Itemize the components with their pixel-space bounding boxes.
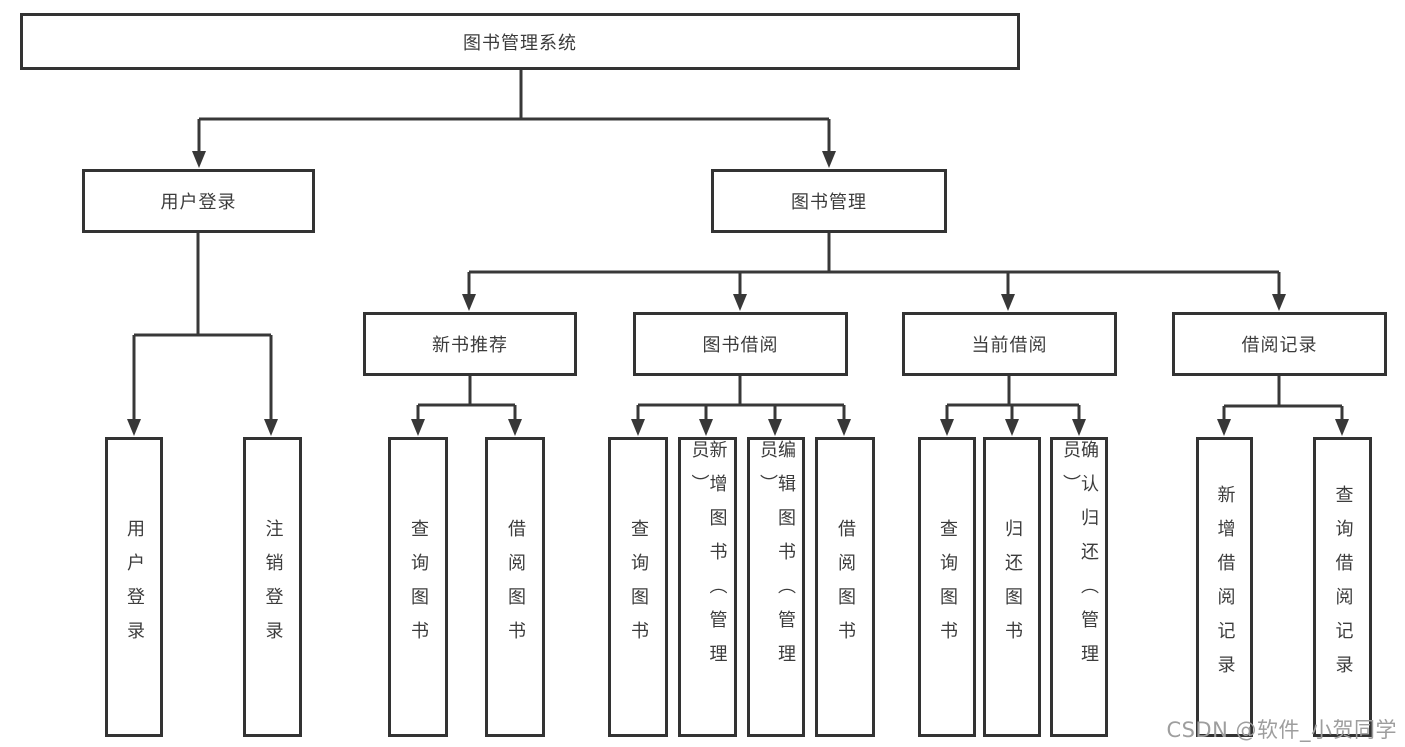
node-label: 归还图书 [1002,519,1023,655]
leaf-user-login: 用户登录 [105,437,163,737]
connector-userlogin-to-leaves [132,233,273,420]
leaf-logout: 注销登录 [243,437,302,737]
leaf-query-books: 查询图书 [608,437,668,737]
node-label: 查询借阅记录 [1332,485,1354,689]
leaf-borrow-books: 借阅图书 [815,437,875,737]
leaf-add-borrow-record: 新增借阅记录 [1196,437,1253,737]
node-label: 借阅图书 [505,519,526,655]
node-label: 用户登录 [160,192,237,213]
node-borrow-record: 借阅记录 [1172,312,1387,376]
node-current-borrow: 当前借阅 [902,312,1117,376]
node-label: 新增图书（管理员） [688,440,728,678]
node-label: 确认归还（管理员） [1060,440,1099,678]
node-new-book-recommend: 新书推荐 [363,312,577,376]
arrow-down-icon [462,294,1286,311]
connector-bookmgmt-to-level3 [467,233,1281,295]
node-label: 查询图书 [628,519,649,655]
connector-bookborrow-to-leaves [636,376,846,420]
node-user-login: 用户登录 [82,169,315,233]
node-label: 用户登录 [124,519,145,655]
node-label: 注销登录 [262,519,284,655]
node-label: 编辑图书（管理员） [757,440,796,678]
node-book-borrow: 图书借阅 [633,312,848,376]
arrow-down-icon [411,419,522,436]
arrow-down-icon [940,419,1086,436]
connector-newbook-to-leaves [416,376,517,420]
node-label: 借阅记录 [1241,335,1318,356]
connector-root-to-level2 [197,70,831,153]
leaf-borrow-books: 借阅图书 [485,437,545,737]
leaf-query-books: 查询图书 [388,437,448,737]
leaf-query-books: 查询图书 [918,437,976,737]
arrow-down-icon [192,151,836,168]
leaf-edit-book-admin: 编辑图书（管理员） [747,437,805,737]
node-label: 新书推荐 [432,335,508,356]
node-label: 图书管理 [791,192,867,213]
node-label: 查询图书 [937,519,958,655]
leaf-query-borrow-record: 查询借阅记录 [1313,437,1372,737]
connector-currentborrow-to-leaves [945,376,1081,420]
node-label: 新增借阅记录 [1214,485,1236,689]
csdn-watermark: CSDN @软件_小贺同学 [1166,718,1397,742]
leaf-confirm-return-admin: 确认归还（管理员） [1050,437,1108,737]
node-label: 当前借阅 [971,335,1048,356]
node-label: 图书管理系统 [463,32,577,54]
leaf-add-book-admin: 新增图书（管理员） [678,437,737,737]
arrow-down-icon [127,419,278,436]
node-label: 查询图书 [408,519,429,655]
node-root-library-system: 图书管理系统 [20,13,1020,70]
node-book-management: 图书管理 [711,169,947,233]
node-label: 图书借阅 [702,335,779,356]
connector-borrowrecord-to-leaves [1222,376,1344,420]
arrow-down-icon [631,419,851,436]
node-label: 借阅图书 [835,519,856,655]
arrow-down-icon [1217,419,1349,436]
leaf-return-book: 归还图书 [983,437,1041,737]
